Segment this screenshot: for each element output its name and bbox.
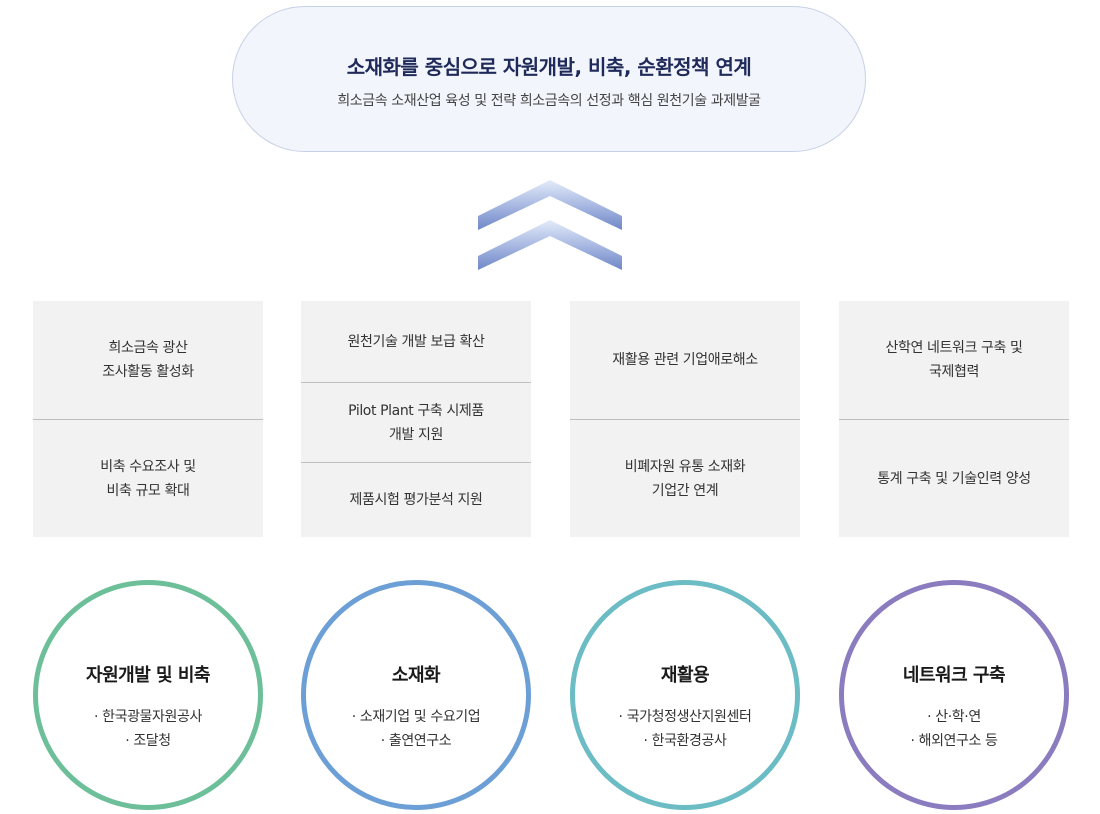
chevron-lower <box>478 220 622 270</box>
policy-item: 통계 구축 및 기술인력 양성 <box>877 470 1031 487</box>
circle-items: · 산·학·연 · 해외연구소 등 <box>844 705 1064 753</box>
circle-item: · 소재기업 및 수요기업 <box>351 709 481 725</box>
circle-title: 자원개발 및 비축 <box>86 665 210 686</box>
policy-item: 비축 수요조사 및 비축 규모 확대 <box>100 458 196 499</box>
summary-title: 소재화를 중심으로 자원개발, 비축, 순환정책 연계 <box>346 55 752 79</box>
policy-item: Pilot Plant 구축 시제품 개발 지원 <box>348 402 484 443</box>
chevron-upper <box>478 180 622 230</box>
policy-item: 산학연 네트워크 구축 및 국제협력 <box>885 340 1023 380</box>
circle-materialization: 소재화 · 소재기업 및 수요기업 · 출연연구소 <box>301 580 531 810</box>
circle-item: · 한국환경공사 <box>643 733 727 749</box>
divider <box>33 419 263 420</box>
policy-item: 비폐자원 유통 소재화 기업간 연계 <box>624 458 746 499</box>
divider <box>301 382 531 383</box>
circle-item: · 조달청 <box>125 733 171 749</box>
circle-item: · 해외연구소 등 <box>910 733 998 749</box>
policy-box-materialization: 원천기술 개발 보급 확산 Pilot Plant 구축 시제품 개발 지원 제… <box>301 301 531 537</box>
circle-item: · 출연연구소 <box>380 733 452 749</box>
circle-items: · 한국광물자원공사 · 조달청 <box>38 705 258 753</box>
policy-item: 제품시험 평가분석 지원 <box>349 492 483 508</box>
divider <box>301 462 531 463</box>
circle-network: 네트워크 구축 · 산·학·연 · 해외연구소 등 <box>839 580 1069 810</box>
divider <box>570 419 800 420</box>
circle-recycling: 재활용 · 국가청정생산지원센터 · 한국환경공사 <box>570 580 800 810</box>
circle-items: · 소재기업 및 수요기업 · 출연연구소 <box>306 705 526 753</box>
policy-box-network: 산학연 네트워크 구축 및 국제협력 통계 구축 및 기술인력 양성 <box>839 301 1069 537</box>
policy-item: 재활용 관련 기업애로해소 <box>612 352 758 368</box>
double-chevron-up-icon <box>470 176 630 276</box>
top-summary-pill: 소재화를 중심으로 자원개발, 비축, 순환정책 연계 희소금속 소재산업 육성… <box>232 6 866 152</box>
circle-title: 소재화 <box>391 665 441 686</box>
circle-items: · 국가청정생산지원센터 · 한국환경공사 <box>575 705 795 753</box>
circle-item: · 국가청정생산지원센터 <box>618 709 752 725</box>
circle-item: · 산·학·연 <box>927 709 981 725</box>
summary-subtitle: 희소금속 소재산업 육성 및 전략 희소금속의 선정과 핵심 원천기술 과제발굴 <box>337 93 761 109</box>
policy-item: 원천기술 개발 보급 확산 <box>347 333 485 350</box>
divider <box>839 419 1069 420</box>
policy-box-resource: 희소금속 광산 조사활동 활성화 비축 수요조사 및 비축 규모 확대 <box>33 301 263 537</box>
circle-title: 재활용 <box>660 665 710 686</box>
circle-item: · 한국광물자원공사 <box>94 709 202 725</box>
policy-item: 희소금속 광산 조사활동 활성화 <box>102 340 194 380</box>
circle-resource-development: 자원개발 및 비축 · 한국광물자원공사 · 조달청 <box>33 580 263 810</box>
policy-box-recycling: 재활용 관련 기업애로해소 비폐자원 유통 소재화 기업간 연계 <box>570 301 800 537</box>
circle-title: 네트워크 구축 <box>902 665 1006 686</box>
